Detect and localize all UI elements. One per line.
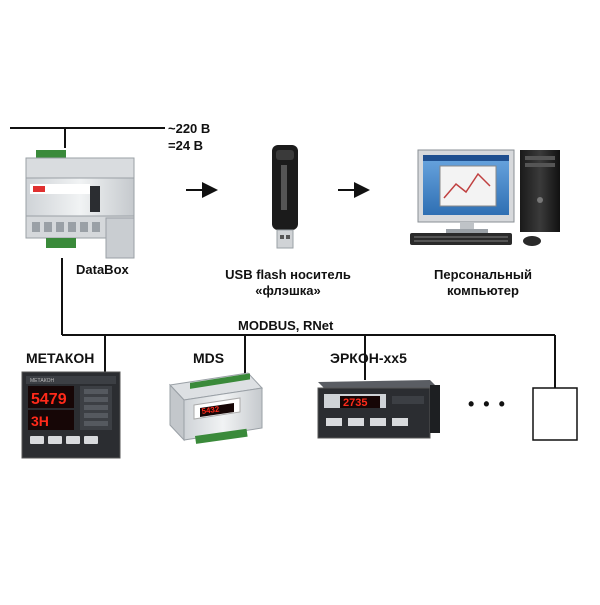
personal-computer	[410, 149, 560, 246]
erkon-display: 2735	[343, 397, 367, 409]
pc-label-line2: компьютер	[447, 283, 519, 298]
metakon-display-top: 5479	[31, 391, 67, 408]
usb-label-line2: «флэшка»	[255, 283, 321, 298]
databox-label: DataBox	[76, 262, 129, 277]
metakon-brand-text: МЕТАКОН	[30, 378, 54, 384]
pc-label-line1: Персональный	[434, 267, 532, 282]
mds-module: 5432	[168, 372, 264, 444]
pc-label: Персональный компьютер	[418, 267, 548, 299]
generic-device-box	[532, 387, 578, 441]
supply-dc-label: =24 В	[168, 138, 204, 153]
metakon-display-bottom: 3Н	[31, 413, 49, 429]
databox-module	[25, 150, 135, 259]
usb-label: USB flash носитель «флэшка»	[196, 267, 380, 299]
bus-label: MODBUS, RNet	[238, 318, 334, 333]
mds-display: 5432	[201, 405, 220, 416]
metakon-device: МЕТАКОН 5479 3Н	[21, 371, 121, 459]
usb-label-line1: USB flash носитель	[225, 267, 351, 282]
erkon-device: 2735	[317, 380, 440, 439]
usb-flash-drive	[272, 145, 298, 249]
mds-label: MDS	[193, 350, 225, 366]
metakon-label: МЕТАКОН	[26, 350, 95, 366]
ellipsis: • • •	[468, 394, 507, 414]
erkon-label: ЭРКОН-хх5	[330, 350, 407, 366]
supply-ac-label: ~220 В	[168, 121, 211, 136]
